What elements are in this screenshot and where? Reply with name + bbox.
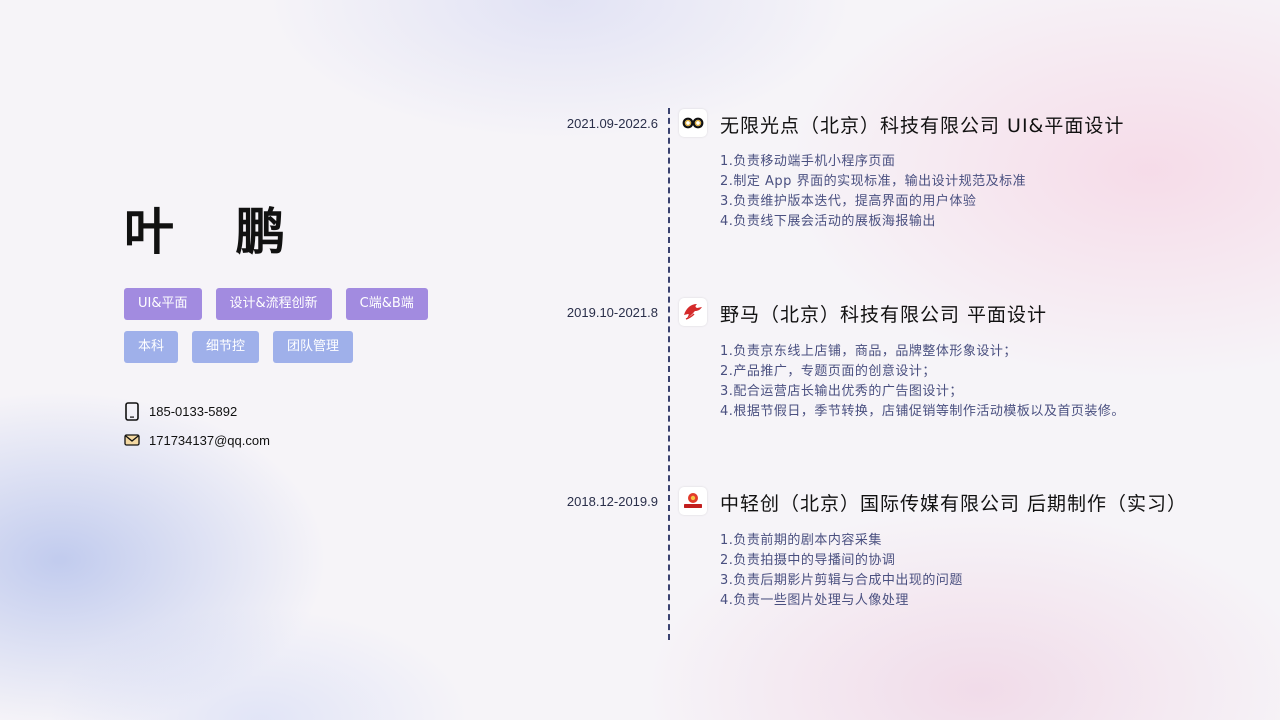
- tag-design-process: 设计&流程创新: [215, 288, 332, 320]
- horse-logo-icon: [679, 298, 707, 326]
- contact-info: 185-0133-5892 171734137@qq.com: [124, 401, 270, 459]
- media-logo-icon: [679, 487, 707, 515]
- tag-c-b-end: C端&B端: [345, 288, 428, 320]
- duty-item: 1.负责京东线上店铺，商品，品牌整体形象设计；: [720, 344, 1017, 359]
- duty-item: 4.根据节假日，季节转换，店铺促销等制作活动模板以及首页装修。: [720, 404, 1125, 419]
- email-address[interactable]: 171734137@qq.com: [149, 432, 270, 448]
- mail-icon: [124, 430, 140, 450]
- phone-line: 185-0133-5892: [124, 401, 270, 421]
- duty-list: 1.负责京东线上店铺，商品，品牌整体形象设计； 2.产品推广，专题页面的创意设计…: [720, 342, 1125, 422]
- tag-degree: 本科: [124, 331, 179, 363]
- skill-tags: UI&平面 设计&流程创新 C端&B端 本科 细节控 团队管理: [124, 288, 428, 374]
- entry-date: 2018.12-2019.9: [566, 494, 658, 509]
- duty-item: 1.负责移动端手机小程序页面: [720, 154, 896, 169]
- tag-team: 团队管理: [273, 331, 354, 363]
- tag-detail: 细节控: [192, 331, 260, 363]
- duty-item: 2.制定 App 界面的实现标准，输出设计规范及标准: [720, 174, 1027, 189]
- duty-item: 3.负责维护版本迭代，提高界面的用户体验: [720, 194, 977, 209]
- tag-row-2: 本科 细节控 团队管理: [124, 331, 428, 363]
- duty-item: 1.负责前期的剧本内容采集: [720, 533, 882, 548]
- entry-date: 2021.09-2022.6: [566, 116, 658, 131]
- duty-item: 3.配合运营店长输出优秀的广告图设计；: [720, 384, 963, 399]
- phone-number[interactable]: 185-0133-5892: [149, 403, 238, 419]
- duty-list: 1.负责移动端手机小程序页面 2.制定 App 界面的实现标准，输出设计规范及标…: [720, 152, 1026, 232]
- duty-item: 4.负责线下展会活动的展板海报输出: [720, 214, 936, 229]
- entry-date: 2019.10-2021.8: [566, 305, 658, 320]
- duty-item: 2.负责拍摄中的导播间的协调: [720, 553, 896, 568]
- duty-item: 4.负责一些图片处理与人像处理: [720, 593, 909, 608]
- duty-list: 1.负责前期的剧本内容采集 2.负责拍摄中的导播间的协调 3.负责后期影片剪辑与…: [720, 531, 963, 611]
- email-line: 171734137@qq.com: [124, 430, 270, 450]
- timeline-line: [668, 108, 670, 640]
- company-title: 无限光点（北京）科技有限公司 UI&平面设计: [720, 115, 1125, 137]
- tag-row-1: UI&平面 设计&流程创新 C端&B端: [124, 288, 428, 320]
- company-title: 中轻创（北京）国际传媒有限公司 后期制作（实习）: [720, 493, 1188, 515]
- infinity-logo-icon: [679, 109, 707, 137]
- tag-ui-graphic: UI&平面: [124, 288, 202, 320]
- duty-item: 3.负责后期影片剪辑与合成中出现的问题: [720, 573, 963, 588]
- company-title: 野马（北京）科技有限公司 平面设计: [720, 304, 1048, 326]
- phone-icon: [124, 401, 140, 421]
- duty-item: 2.产品推广，专题页面的创意设计；: [720, 364, 936, 379]
- person-name: 叶 鹏: [124, 203, 308, 261]
